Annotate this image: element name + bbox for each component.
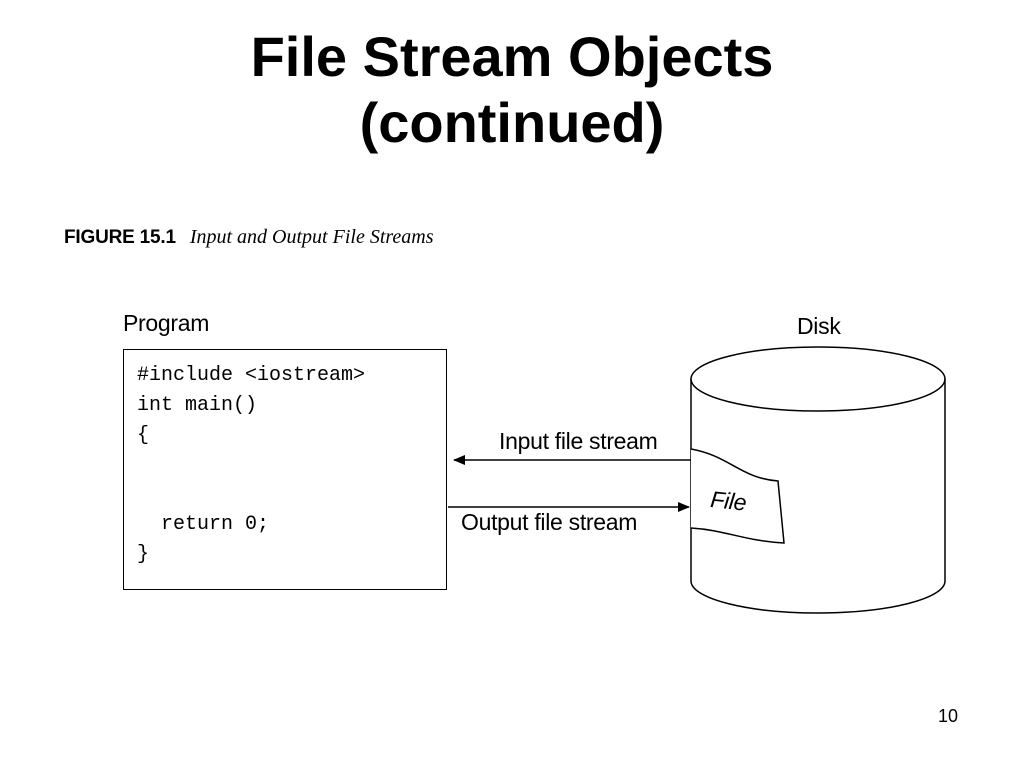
disk-cylinder — [690, 346, 946, 614]
page-number: 10 — [938, 706, 959, 726]
file-tab-shape — [690, 448, 785, 544]
file-label: File — [709, 486, 748, 516]
disk-label: Disk — [797, 313, 841, 339]
figure-label: FIGURE 15.1 — [64, 227, 176, 248]
disk-top-ellipse — [690, 346, 946, 412]
program-label: Program — [123, 310, 210, 336]
program-code-box: #include <iostream> int main() { return … — [123, 349, 447, 590]
code-line-close-brace: } — [137, 543, 150, 566]
code-line-include: #include <iostream> — [137, 364, 366, 387]
code-line-open-brace: { — [137, 424, 150, 447]
figure-caption: FIGURE 15.1 Input and Output File Streams — [64, 226, 434, 249]
slide-title: File Stream Objects (continued) — [0, 24, 1024, 156]
figure-title: Input and Output File Streams — [189, 226, 434, 248]
slide-title-line-2: (continued) — [359, 91, 665, 154]
code-line-main: int main() — [137, 394, 258, 417]
input-stream-label: Input file stream — [499, 428, 658, 454]
file-tab — [690, 448, 785, 544]
code-line-return: return 0; — [137, 513, 270, 536]
slide-title-line-1: File Stream Objects — [250, 25, 774, 88]
disk-bottom-curve — [690, 580, 946, 614]
output-stream-label: Output file stream — [461, 509, 638, 535]
